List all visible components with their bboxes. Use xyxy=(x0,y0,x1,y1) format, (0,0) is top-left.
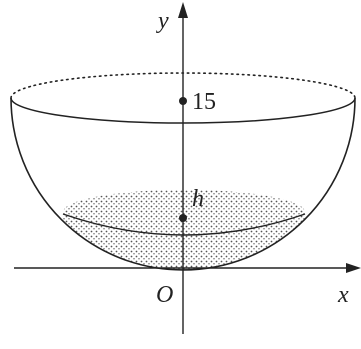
x-axis-label: x xyxy=(337,282,349,308)
top-marker-dot xyxy=(179,97,187,105)
y-axis-label: y xyxy=(156,8,169,34)
top-marker-label: 15 xyxy=(192,89,216,115)
origin-label: O xyxy=(156,282,173,308)
water-surface-front xyxy=(62,213,306,236)
water-level-dot xyxy=(179,214,187,222)
y-axis-arrowhead xyxy=(178,2,188,18)
x-axis-arrowhead xyxy=(346,263,361,273)
water-level-label: h xyxy=(192,186,204,212)
